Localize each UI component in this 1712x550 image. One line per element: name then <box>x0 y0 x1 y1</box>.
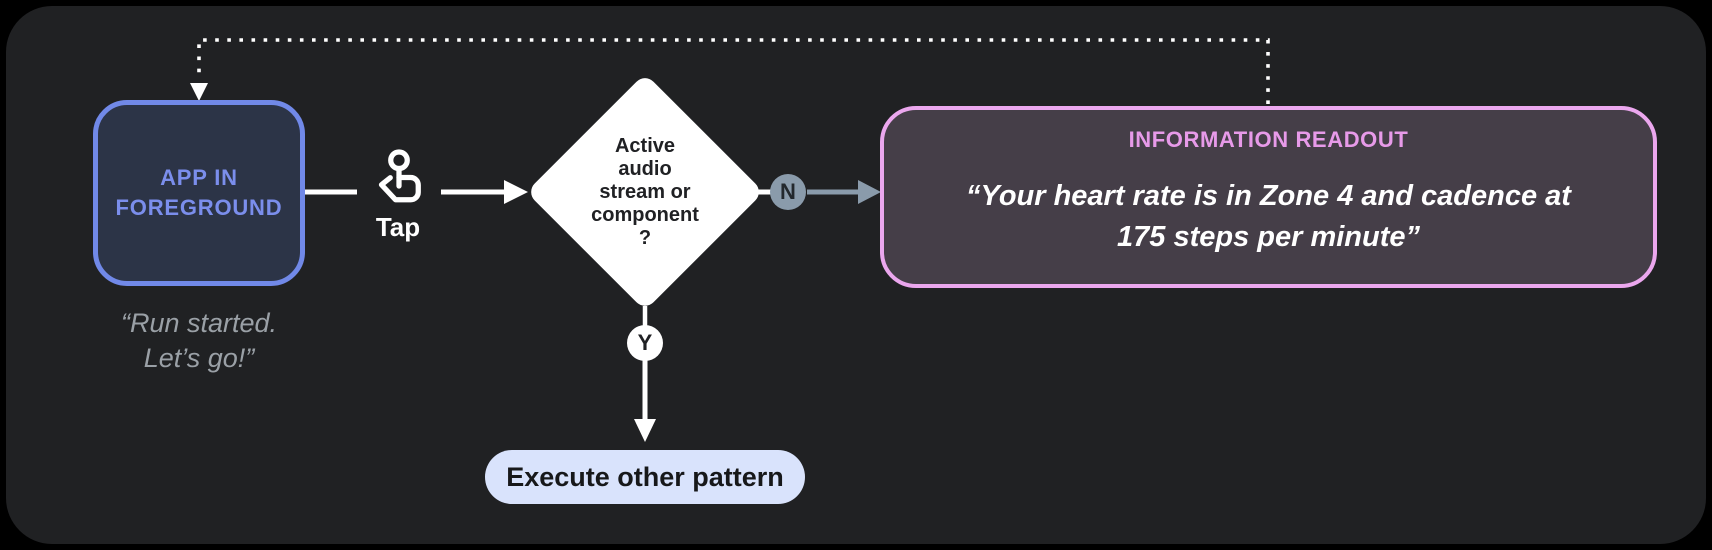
app-caption-quote: “Run started. Let’s go!” <box>120 308 278 373</box>
no-branch-arrowhead-icon <box>858 180 881 204</box>
execute-other-pattern-node: Execute other pattern <box>485 450 805 504</box>
information-readout-node: INFORMATION READOUT “Your heart rate is … <box>880 106 1657 288</box>
app-in-foreground-node: APP IN FOREGROUND <box>93 100 305 286</box>
feedback-arrowhead-icon <box>190 83 208 101</box>
app-in-foreground-label: APP IN FOREGROUND <box>115 165 283 220</box>
decision-question: Active audio stream or component ? <box>591 134 699 249</box>
no-branch-badge: N <box>770 174 806 210</box>
execute-other-pattern-label: Execute other pattern <box>506 461 784 492</box>
yes-branch-arrowhead-icon <box>634 419 656 442</box>
tap-label: Tap <box>375 212 421 242</box>
yes-branch-badge: Y <box>627 325 663 361</box>
feedback-loop-dotted-connector <box>197 38 1270 104</box>
information-readout-quote: “Your heart rate is in Zone 4 and cadenc… <box>966 180 1571 253</box>
tap-gesture-icon <box>366 146 430 210</box>
information-readout-title: INFORMATION READOUT <box>1128 127 1409 152</box>
decision-arrowhead-icon <box>504 180 528 204</box>
